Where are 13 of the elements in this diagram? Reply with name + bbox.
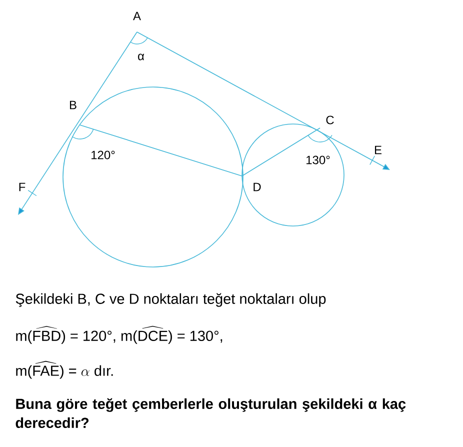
angle-label: α [138, 54, 144, 60]
point-label: A [133, 12, 141, 20]
statement-text: Şekildeki B, C ve D noktaları teğet noktaları olup [16, 293, 326, 307]
formula: $\text{m(}\widehat{\text{FBD}}\text{) = 120°, m(}\widehat{\text{DCE}}\text{) = 130°,}$ [16, 326, 222, 344]
angle-label: 120° [92, 150, 115, 160]
point-label: C [326, 116, 334, 124]
point-label: D [254, 182, 261, 192]
angle-label: 130° [306, 156, 330, 164]
point-label: E [375, 146, 382, 154]
formula: $\text{m(}\widehat{\text{FAE}}\text{) = }\alpha\text{ dır.}$ [16, 360, 113, 379]
point-label: B [70, 100, 76, 110]
point-label: F [19, 182, 26, 192]
question-text: Buna göre teğet çemberlerle oluşturulan şekildeki α kaç derecedir? [16, 398, 406, 428]
